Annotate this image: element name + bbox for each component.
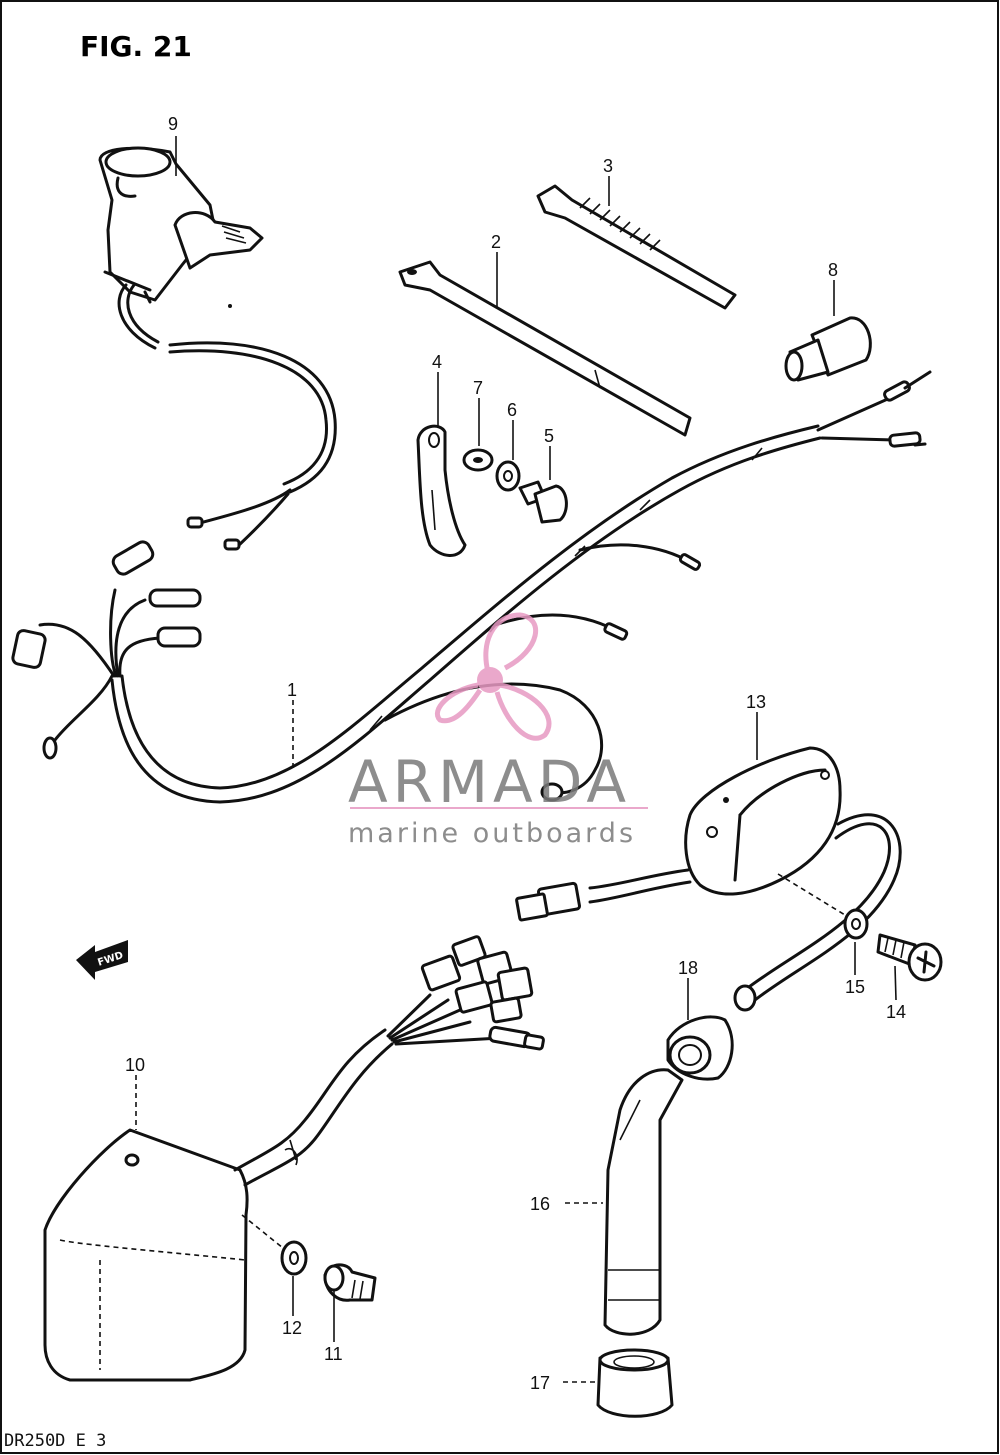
- callout-10: 10: [125, 1055, 145, 1075]
- propeller-logo: [435, 612, 552, 741]
- callout-labels: 9 3 2 8 4 7 6 5 1 13 15 14 18 16 17 10 1…: [125, 114, 906, 1393]
- watermark-tagline: marine outboards: [348, 818, 636, 849]
- callout-15: 15: [845, 977, 865, 997]
- callout-3: 3: [603, 156, 613, 176]
- switch-cable: [168, 341, 337, 551]
- fwd-arrow-icon: FWD: [76, 940, 128, 980]
- callout-1: 1: [287, 680, 297, 700]
- part-16-plug-cap: [603, 1068, 684, 1336]
- part-12-washer: [280, 1240, 308, 1276]
- callout-18: 18: [678, 958, 698, 978]
- callout-12: 12: [282, 1318, 302, 1338]
- part-10-cdi-unit: [43, 935, 545, 1382]
- part-8-cap: [784, 316, 872, 382]
- part-4-bracket: [416, 424, 467, 557]
- part-15-washer: [843, 908, 869, 940]
- part-9-switch: [98, 146, 264, 350]
- figure-title: FIG. 21: [80, 30, 192, 63]
- callout-16: 16: [530, 1194, 550, 1214]
- callout-6: 6: [507, 400, 517, 420]
- part-13-coil: [515, 746, 902, 1012]
- model-code: DR250D E 3: [4, 1431, 106, 1451]
- callout-14: 14: [886, 1002, 906, 1022]
- part-14-screw: [876, 933, 943, 982]
- leader-lines: [135, 136, 897, 1383]
- part-5-bolt: [518, 480, 568, 524]
- part-11-bolt: [323, 1263, 377, 1302]
- part-17-boot: [596, 1348, 674, 1418]
- part-1-harness: [11, 370, 932, 804]
- callout-9: 9: [168, 114, 178, 134]
- watermark-brand: ARMADA: [348, 748, 631, 816]
- part-7-washer: [462, 448, 494, 472]
- part-3-cable-tie: [536, 184, 737, 310]
- part-2-strap: [398, 260, 692, 437]
- part-6-washer: [495, 460, 521, 492]
- callout-7: 7: [473, 378, 483, 398]
- part-18-grommet: [666, 1015, 734, 1081]
- callout-2: 2: [491, 232, 501, 252]
- callout-17: 17: [530, 1373, 550, 1393]
- callout-5: 5: [544, 426, 554, 446]
- callout-4: 4: [432, 352, 442, 372]
- armada-watermark: ARMADA marine outboards: [348, 612, 648, 849]
- callout-8: 8: [828, 260, 838, 280]
- callout-11: 11: [324, 1344, 343, 1364]
- callout-13: 13: [746, 692, 766, 712]
